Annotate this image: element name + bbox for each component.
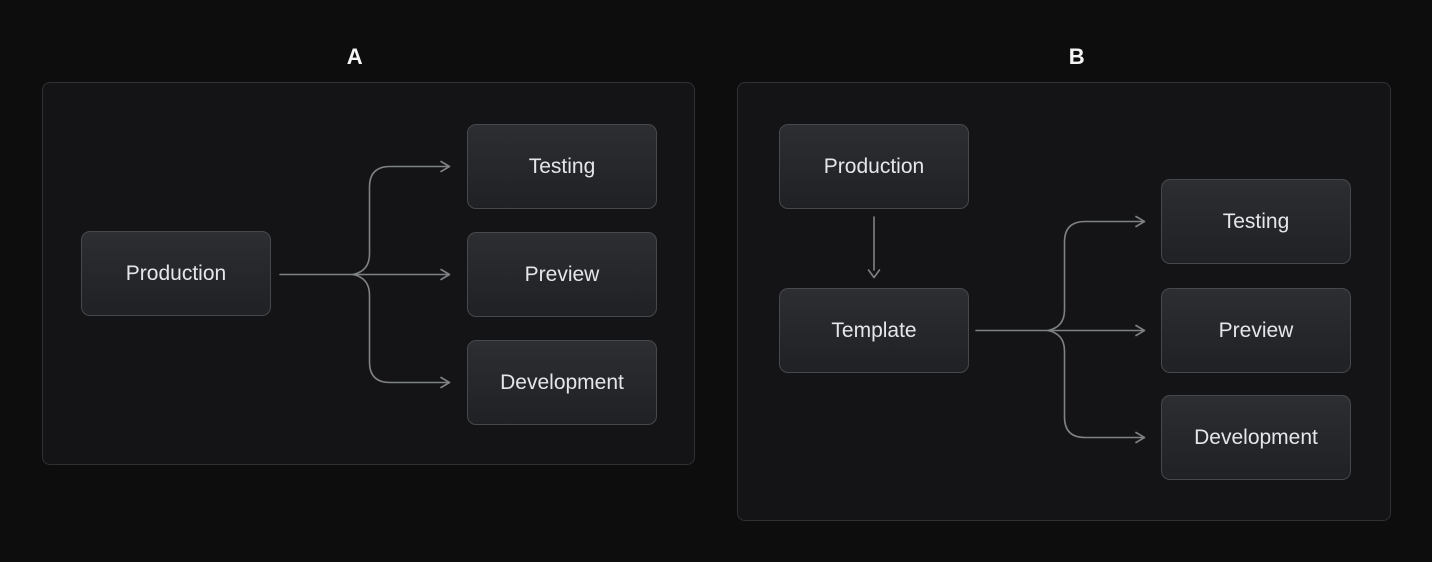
node-testing: Testing <box>467 124 657 209</box>
arrowhead-icon <box>1135 324 1146 337</box>
panel-b: Production Template Testing Preview Deve… <box>737 82 1391 521</box>
arrowhead-icon <box>440 268 451 281</box>
arrowhead-icon <box>1135 431 1146 444</box>
node-development: Development <box>1161 395 1351 480</box>
node-production: Production <box>779 124 969 209</box>
panel-b-label: B <box>1068 44 1086 69</box>
panel-a-label: A <box>346 44 364 69</box>
node-template: Template <box>779 288 969 373</box>
edge-production-development <box>352 273 450 384</box>
node-development: Development <box>467 340 657 425</box>
panel-a: Production Testing Preview Development <box>42 82 695 465</box>
arrowhead-icon <box>867 269 881 279</box>
edge-template-development <box>1047 329 1145 439</box>
arrowhead-icon <box>1135 215 1146 228</box>
arrowhead-icon <box>440 160 451 173</box>
node-preview: Preview <box>467 232 657 317</box>
node-preview: Preview <box>1161 288 1351 373</box>
edge-production-testing <box>352 165 450 276</box>
node-testing: Testing <box>1161 179 1351 264</box>
node-production: Production <box>81 231 271 316</box>
edge-template-testing <box>1047 220 1145 332</box>
arrowhead-icon <box>440 376 451 389</box>
